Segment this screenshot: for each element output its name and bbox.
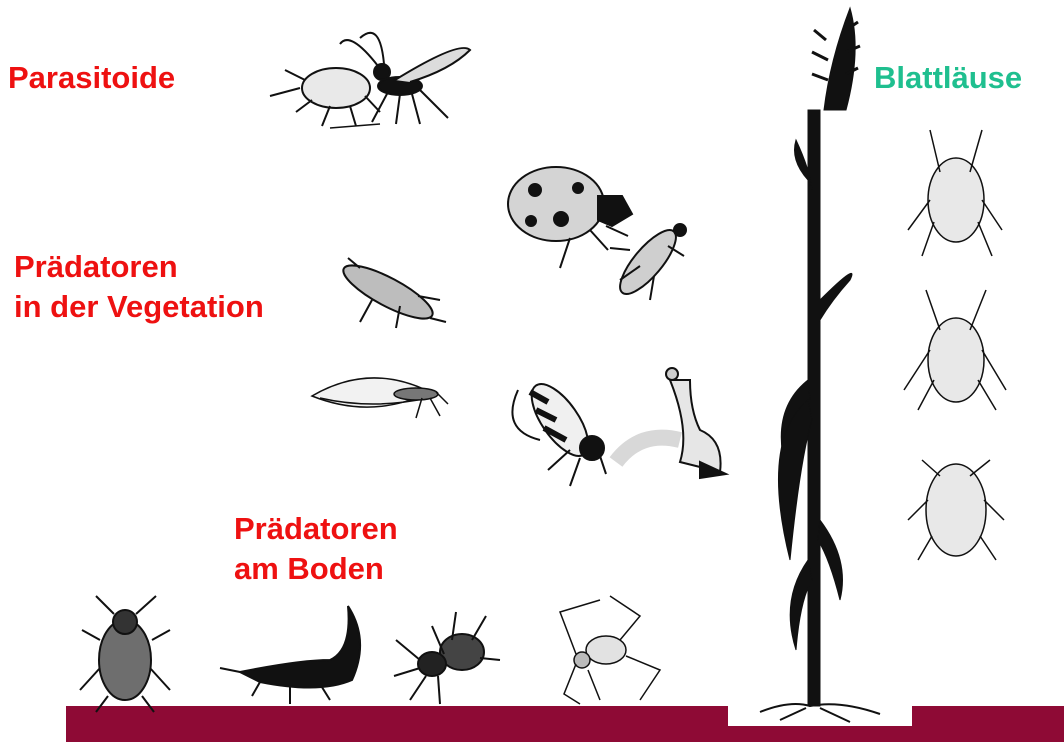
lacewing-larva-icon [337,256,446,328]
aphid-icon [908,460,1004,560]
web-spider-icon [560,596,660,704]
aphid-icon [908,130,1002,256]
rove-beetle-icon [220,606,360,704]
wolf-spider-icon [394,612,500,704]
parasitoid-wasp-on-aphid-icon [270,33,470,128]
ground-beetle-icon [80,596,170,712]
wheat-plant-icon [760,8,880,722]
hoverfly-larva-icon [616,368,726,478]
aphid-icon [904,290,1006,410]
ladybird-larva-icon [610,222,686,301]
ground-strip [66,706,1064,742]
ladybird-beetle-icon [508,167,632,268]
lacewing-adult-icon [312,378,448,418]
hoverfly-icon [512,375,606,486]
